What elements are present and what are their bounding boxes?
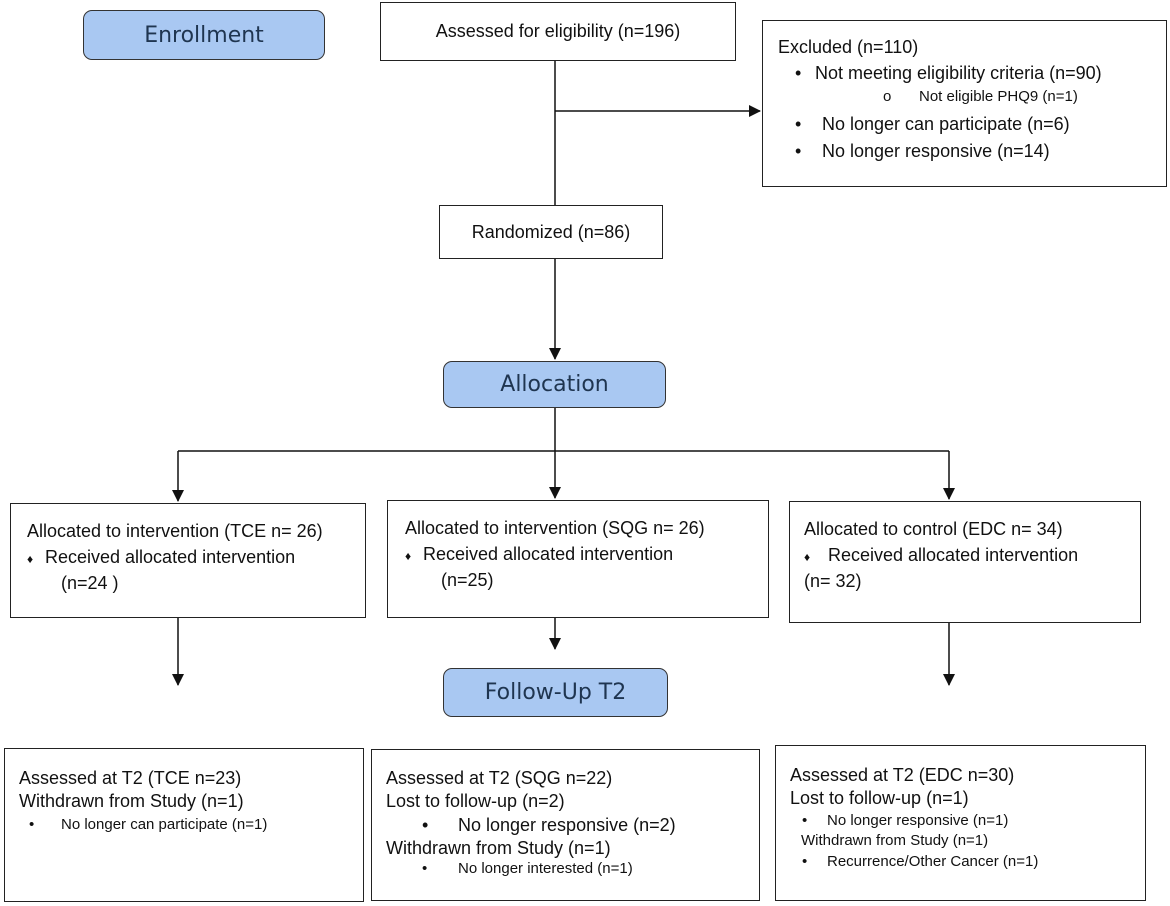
followup-assessed: Assessed at T2 (EDC n=30) — [790, 765, 1015, 785]
followup-box-edc: Assessed at T2 (EDC n=30) Lost to follow… — [775, 745, 1146, 901]
diamond-bullet-icon: ♦ — [405, 549, 412, 563]
bullet-icon: • — [795, 141, 802, 161]
assessed-box: Assessed for eligibility (n=196) — [380, 2, 736, 61]
stage-enrollment: Enrollment — [83, 10, 325, 60]
followup-assessed: Assessed at T2 (TCE n=23) — [19, 768, 242, 788]
arm-count: (n= 32) — [804, 571, 862, 591]
followup-withdrawn-item: •No longer interested (n=1) — [422, 860, 633, 877]
followup-lost: Lost to follow-up (n=2) — [386, 791, 565, 811]
bullet-icon: • — [422, 860, 428, 877]
followup-withdrawn: Withdrawn from Study (n=1) — [801, 832, 989, 849]
excluded-box: Excluded (n=110) •Not meeting eligibilit… — [762, 20, 1167, 187]
arm-title: Allocated to intervention (SQG n= 26) — [405, 518, 705, 538]
arm-item: ♦Received allocated intervention — [27, 547, 296, 567]
bullet-icon: • — [422, 815, 429, 835]
followup-box-tce: Assessed at T2 (TCE n=23) Withdrawn from… — [4, 748, 364, 902]
followup-assessed: Assessed at T2 (SQG n=22) — [386, 768, 613, 788]
diamond-bullet-icon: ♦ — [804, 550, 811, 564]
followup-withdrawn-item: •Recurrence/Other Cancer (n=1) — [802, 853, 1039, 870]
followup-lost-item: •No longer responsive (n=1) — [802, 812, 1009, 829]
randomized-box: Randomized (n=86) — [439, 205, 663, 259]
arm-item: ♦Received allocated intervention — [804, 545, 1079, 565]
followup-withdrawn: Withdrawn from Study (n=1) — [386, 838, 611, 858]
bullet-icon: • — [795, 63, 802, 83]
excluded-item: •No longer responsive (n=14) — [795, 141, 1050, 161]
arm-box-sqg: Allocated to intervention (SQG n= 26) ♦R… — [387, 500, 769, 618]
followup-box-sqg: Assessed at T2 (SQG n=22) Lost to follow… — [371, 749, 760, 901]
arm-item: ♦Received allocated intervention — [405, 544, 674, 564]
bullet-icon: • — [795, 114, 802, 134]
followup-withdrawn-item: •No longer can participate (n=1) — [29, 816, 268, 833]
randomized-label: Randomized (n=86) — [471, 221, 631, 242]
assessed-label: Assessed for eligibility (n=196) — [435, 21, 681, 41]
followup-lost: Lost to follow-up (n=1) — [790, 788, 969, 808]
arm-count: (n=25) — [441, 570, 494, 590]
circle-bullet-icon: o — [883, 88, 892, 105]
followup-lost-item: •No longer responsive (n=2) — [422, 815, 676, 835]
excluded-item: •Not meeting eligibility criteria (n=90) — [795, 63, 1102, 83]
bullet-icon: • — [802, 853, 808, 870]
bullet-icon: • — [802, 812, 808, 829]
arm-box-tce: Allocated to intervention (TCE n= 26) ♦R… — [10, 503, 366, 618]
arm-box-edc: Allocated to control (EDC n= 34) ♦Receiv… — [789, 501, 1141, 623]
arm-title: Allocated to intervention (TCE n= 26) — [27, 521, 323, 541]
excluded-item: •No longer can participate (n=6) — [795, 114, 1070, 134]
diamond-bullet-icon: ♦ — [27, 552, 34, 566]
stage-allocation: Allocation — [443, 361, 666, 408]
stage-followup: Follow-Up T2 — [443, 668, 668, 717]
arm-count: (n=24 ) — [61, 573, 119, 593]
followup-withdrawn: Withdrawn from Study (n=1) — [19, 791, 244, 811]
bullet-icon: • — [29, 816, 35, 833]
excluded-title: Excluded (n=110) — [778, 37, 919, 57]
arm-title: Allocated to control (EDC n= 34) — [804, 519, 1063, 539]
